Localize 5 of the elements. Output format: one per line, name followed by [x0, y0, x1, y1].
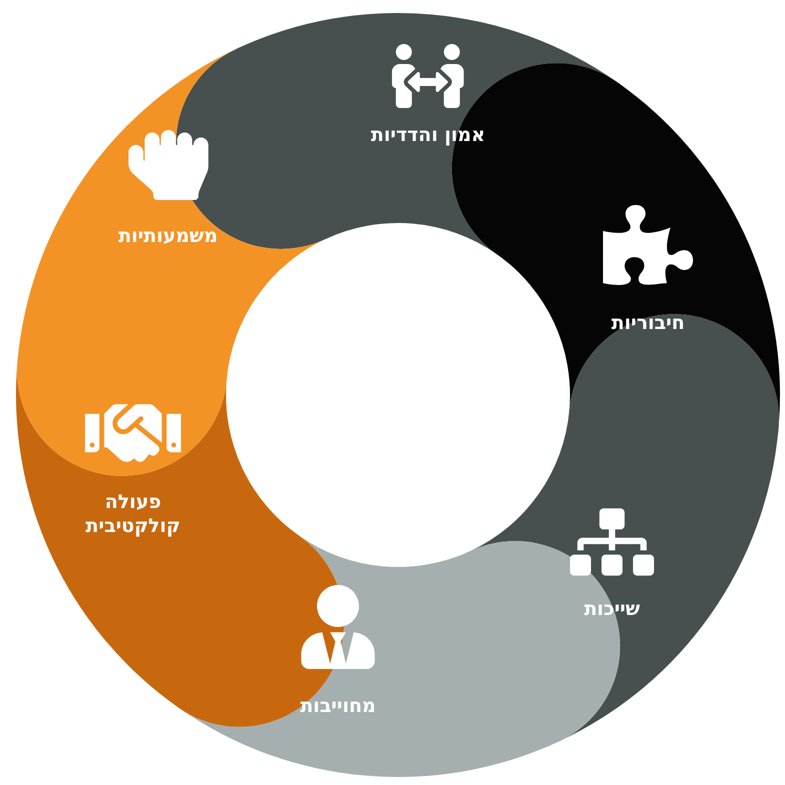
segment-label: אמון והדדיות — [370, 124, 486, 148]
segment-label: משמעותיות — [118, 225, 218, 249]
segment-label: פעולה קולקטיבית — [84, 491, 182, 538]
segment-label: חיבוריות — [611, 312, 685, 336]
segment-label: מחוייבות — [300, 695, 376, 719]
